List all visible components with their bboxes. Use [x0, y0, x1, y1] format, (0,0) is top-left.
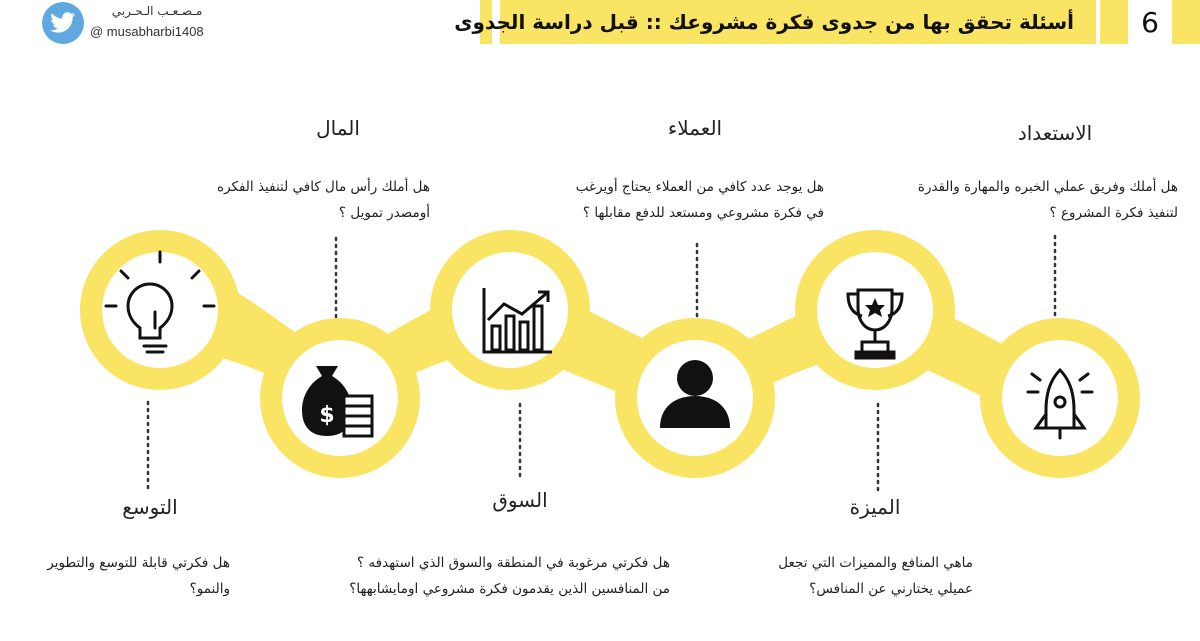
stage-label-expansion: التوسع	[122, 495, 178, 519]
page-number-inner: 6	[1128, 0, 1172, 44]
page-title: أسئلة تحقق بها من جدوى فكرة مشروعك :: قب…	[454, 10, 1074, 34]
stage-desc-expansion: هل فكرتي قابلة للتوسع والتطوير والنمو؟	[20, 550, 230, 602]
money-bag-icon: $	[302, 366, 374, 438]
stage-desc-money: هل أملك رأس مال كافي لتنفيذ الفكره أومصد…	[180, 174, 430, 226]
trophy-icon	[846, 288, 904, 360]
stage-desc-advantage: ماهي المنافع والمميزات التي تجعل عميلي ي…	[745, 550, 973, 602]
stage-label-customers: العملاء	[667, 116, 723, 140]
stage-desc-line: عميلي يختارني عن المنافس؟	[809, 581, 973, 597]
stage-label-market: السوق	[492, 488, 548, 512]
growth-chart-icon	[482, 288, 552, 354]
lightbulb-icon	[104, 250, 216, 354]
stage-desc-line: هل يوجد عدد كافي من العملاء يحتاج أويرغب	[575, 179, 824, 195]
stage-desc-line: هل فكرتي مرغوبة في المنطقة والسوق الذي ا…	[356, 555, 670, 571]
rocket-icon	[1026, 367, 1094, 440]
stage-desc-line: هل فكرتي قابلة للتوسع والتطوير	[47, 555, 230, 571]
title-bar: أسئلة تحقق بها من جدوى فكرة مشروعك :: قب…	[454, 0, 1096, 44]
stage-label-money: المال	[316, 116, 360, 140]
stage-desc-readiness: هل أملك وفريق عملي الخبره والمهارة والقد…	[900, 174, 1178, 226]
stage-desc-line: هل أملك وفريق عملي الخبره والمهارة والقد…	[917, 179, 1178, 195]
stage-desc-line: ماهي المنافع والمميزات التي تجعل	[778, 555, 973, 571]
stage-desc-market: هل فكرتي مرغوبة في المنطقة والسوق الذي ا…	[330, 550, 670, 602]
author-handle[interactable]: @ musabharbi1408	[90, 24, 204, 39]
stage-desc-line: في فكرة مشروعي ومستعد للدفع مقابلها ؟	[582, 205, 824, 221]
svg-text:$: $	[319, 403, 334, 428]
stage-desc-line: هل أملك رأس مال كافي لتنفيذ الفكره	[217, 179, 430, 195]
stage-desc-line: أومصدر تمويل ؟	[338, 205, 430, 221]
author-block: مـصـعـب الـحـربي @ musabharbi1408	[42, 2, 242, 46]
stage-desc-line: من المنافسين الذين يقدمون فكرة مشروعي او…	[349, 581, 670, 597]
stage-desc-customers: هل يوجد عدد كافي من العملاء يحتاج أويرغب…	[540, 174, 824, 226]
stage-desc-line: والنمو؟	[189, 581, 230, 597]
person-icon	[660, 360, 730, 428]
author-name: مـصـعـب الـحـربي	[111, 4, 203, 18]
stage-label-readiness: الاستعداد	[1017, 121, 1093, 145]
title-accent-bar	[480, 0, 492, 44]
page-number: 6	[1141, 5, 1159, 39]
stage-desc-line: لتنفيذ فكرة المشروع ؟	[1049, 205, 1178, 221]
dotted-leaders	[146, 234, 1057, 492]
twitter-bird-icon[interactable]	[42, 2, 84, 44]
stage-label-advantage: الميزة	[849, 495, 901, 519]
page-number-box: 6	[1100, 0, 1200, 44]
